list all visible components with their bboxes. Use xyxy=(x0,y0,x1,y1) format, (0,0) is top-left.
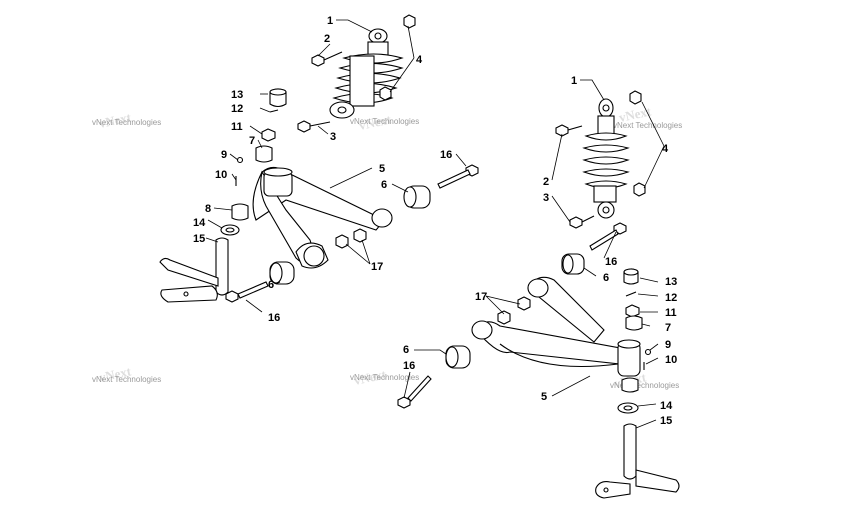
callout-r-11: 11 xyxy=(665,307,677,319)
callout-r-13: 13 xyxy=(665,276,677,288)
left-cap xyxy=(269,88,287,108)
callout-r-16a: 16 xyxy=(605,256,617,268)
callout-l-3: 3 xyxy=(330,131,336,143)
callout-l-4: 4 xyxy=(416,54,423,66)
right-grease-fitting-9 xyxy=(644,348,652,356)
right-shock-nut-upper xyxy=(629,90,642,105)
callout-l-16b: 16 xyxy=(268,312,280,324)
left-nut-17 xyxy=(335,228,367,249)
left-bushing-6b xyxy=(269,261,295,285)
callout-l-14: 14 xyxy=(193,217,206,229)
callout-r-10: 10 xyxy=(665,354,677,366)
svg-text:vNext: vNext xyxy=(98,363,134,385)
callout-l-10: 10 xyxy=(215,169,227,181)
callout-l-13: 13 xyxy=(231,89,243,101)
callout-r-15: 15 xyxy=(660,415,672,427)
watermark-text: vNext Technologies xyxy=(92,375,161,384)
watermark-text: vNext Technologies xyxy=(610,381,679,390)
right-bushing-7 xyxy=(625,315,643,331)
right-cap-13 xyxy=(623,268,639,285)
right-cotter-pin-12 xyxy=(625,291,637,297)
callout-r-6b: 6 xyxy=(403,344,409,356)
right-steering-knuckle xyxy=(595,423,680,499)
right-bushing-6a xyxy=(561,253,585,275)
left-grease-fitting xyxy=(236,156,244,164)
callout-l-6a: 6 xyxy=(381,179,387,191)
left-seal-14 xyxy=(220,224,240,236)
callout-r-2: 2 xyxy=(543,176,549,188)
callout-r-4: 4 xyxy=(662,143,669,155)
callout-r-12: 12 xyxy=(665,292,677,304)
right-castle-nut-11 xyxy=(625,304,640,318)
left-bolt-lower xyxy=(297,120,331,133)
callout-l-8: 8 xyxy=(205,203,211,215)
left-bolt-upper xyxy=(311,51,343,67)
right-a-arm xyxy=(471,276,641,377)
callout-l-7: 7 xyxy=(249,135,255,147)
callout-l-11: 11 xyxy=(231,121,243,133)
watermark-text: vNext Technologies xyxy=(613,121,682,130)
right-bolt-lower xyxy=(569,215,595,229)
callout-r-3: 3 xyxy=(543,192,549,204)
left-bushing-top xyxy=(255,145,273,163)
svg-text:vNext: vNext xyxy=(98,109,134,131)
callout-l-16a: 16 xyxy=(440,149,452,161)
callout-l-9: 9 xyxy=(221,149,227,161)
left-bolt-16a xyxy=(437,164,479,189)
left-a-arm xyxy=(252,166,393,269)
callout-l-2: 2 xyxy=(324,33,330,45)
svg-text:vNext: vNext xyxy=(353,366,389,388)
left-bushing-6a xyxy=(403,185,431,209)
watermark-text: vNext Technologies xyxy=(350,117,419,126)
callout-r-1: 1 xyxy=(571,75,577,87)
callout-r-6a: 6 xyxy=(603,272,609,284)
callout-r-16b: 16 xyxy=(403,360,415,372)
watermark-text: vNext Technologies xyxy=(92,118,161,127)
right-nut-17 xyxy=(497,296,531,325)
left-bolt-16b xyxy=(225,281,269,303)
callout-l-5: 5 xyxy=(379,163,385,175)
right-shock-absorber xyxy=(582,98,630,219)
svg-text:vNext: vNext xyxy=(618,103,654,125)
left-shock-absorber xyxy=(329,28,404,119)
svg-text:vNext: vNext xyxy=(358,111,394,133)
right-bushing-6b xyxy=(445,345,471,369)
callout-l-17: 17 xyxy=(371,261,383,273)
right-bolt-upper xyxy=(555,124,583,137)
left-bushing-8 xyxy=(231,203,249,221)
left-castle-nut xyxy=(261,128,276,142)
callout-r-7: 7 xyxy=(665,322,671,334)
callout-r-17: 17 xyxy=(475,291,487,303)
left-shock-nut-upper xyxy=(403,14,416,29)
callout-labels: 1 2 3 4 5 6 6 7 8 9 10 11 12 13 14 15 16… xyxy=(193,15,677,427)
right-bushing-8 xyxy=(621,377,639,393)
callout-r-9: 9 xyxy=(665,339,671,351)
right-seal-14 xyxy=(617,402,639,414)
left-steering-knuckle xyxy=(159,237,229,303)
callout-l-1: 1 xyxy=(327,15,333,27)
right-shock-nut-lower xyxy=(633,182,646,197)
left-shock-nut-lower xyxy=(379,86,392,101)
callout-l-6b: 6 xyxy=(268,279,274,291)
leader-lines xyxy=(205,19,665,429)
callout-r-5: 5 xyxy=(541,391,547,403)
callout-r-14: 14 xyxy=(660,400,673,412)
watermark-text: vNext Technologies xyxy=(350,373,419,382)
right-bolt-16a xyxy=(589,222,627,251)
callout-l-15: 15 xyxy=(193,233,205,245)
left-cotter-pin xyxy=(269,109,279,113)
callout-l-12: 12 xyxy=(231,103,243,115)
